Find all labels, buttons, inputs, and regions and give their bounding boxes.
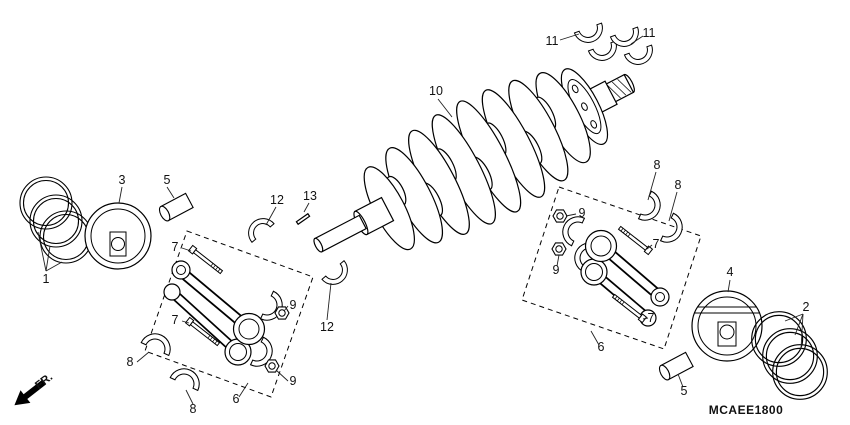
callout-8-right-upper: 8 [654, 158, 661, 172]
callout-4: 4 [727, 265, 734, 279]
callout-8-left-upper: 8 [127, 355, 134, 369]
main-bearing-shell [573, 22, 607, 47]
callout-6-right: 6 [598, 340, 605, 354]
callout-7-right-upper: 7 [653, 237, 660, 251]
thrust-washer-lower [321, 260, 354, 291]
rod-bearing-shell [638, 190, 666, 226]
callout-labels: 3 5 1 12 13 12 10 11 11 7 7 9 9 8 8 6 9 … [43, 26, 810, 416]
fr-indicator: FR. [14, 371, 55, 406]
diagram-code: MCAEE1800 [709, 403, 784, 417]
ring-set-right [751, 311, 828, 400]
callout-10: 10 [429, 84, 443, 98]
thrust-washer-upper [242, 212, 275, 243]
callout-6-left: 6 [233, 392, 240, 406]
rod-bearing-shell [169, 363, 205, 391]
callout-7-left-upper: 7 [172, 240, 179, 254]
piston-pin-left [156, 192, 194, 224]
callout-11-right: 11 [643, 26, 656, 40]
crank-key [295, 212, 311, 226]
connecting-rod-assembly-right [551, 190, 688, 327]
callout-13: 13 [303, 189, 317, 203]
piston-ring [29, 194, 83, 248]
piston-ring [772, 344, 828, 400]
main-bearing-shell [623, 44, 657, 69]
callout-1: 1 [43, 272, 50, 286]
callout-8-left-lower: 8 [190, 402, 197, 416]
callout-3: 3 [119, 173, 126, 187]
crankshaft [313, 68, 635, 253]
piston-right [691, 290, 763, 362]
callout-12-upper: 12 [270, 193, 284, 207]
connecting-rod-assembly-left [140, 244, 290, 391]
callout-9-right-lower: 9 [553, 263, 560, 277]
rod-assembly-box-left [144, 230, 314, 398]
rod-bolt [188, 244, 224, 276]
piston-ring [762, 328, 818, 384]
callout-8-right-lower: 8 [675, 178, 682, 192]
callout-5-left: 5 [164, 173, 171, 187]
connecting-rod [171, 260, 266, 346]
piston-left [84, 202, 152, 270]
callout-12-lower: 12 [320, 320, 334, 334]
rod-assembly-box-right [521, 186, 702, 350]
callout-9-right-upper: 9 [579, 206, 586, 220]
piston-pin-right [656, 351, 694, 383]
rod-bolt [617, 224, 653, 256]
connecting-rod [584, 229, 670, 307]
callout-9-left-upper: 9 [290, 298, 297, 312]
callout-2: 2 [803, 300, 810, 314]
fr-arrow-icon [14, 379, 47, 406]
callout-5-right: 5 [681, 384, 688, 398]
rod-nut [274, 306, 290, 320]
rod-bearing-shell [140, 328, 176, 356]
callout-7-right-lower: 7 [648, 311, 655, 325]
callout-11-left: 11 [546, 34, 559, 48]
callout-9-left-lower: 9 [290, 374, 297, 388]
rod-bearing-shell [660, 212, 688, 248]
ring-set-left [19, 176, 93, 264]
rod-nut [551, 242, 567, 256]
rod-nut [552, 209, 568, 223]
main-bearing-shell [587, 40, 621, 65]
callout-7-left-lower: 7 [172, 313, 179, 327]
leader-lines [37, 33, 804, 405]
connecting-rod [163, 283, 252, 366]
